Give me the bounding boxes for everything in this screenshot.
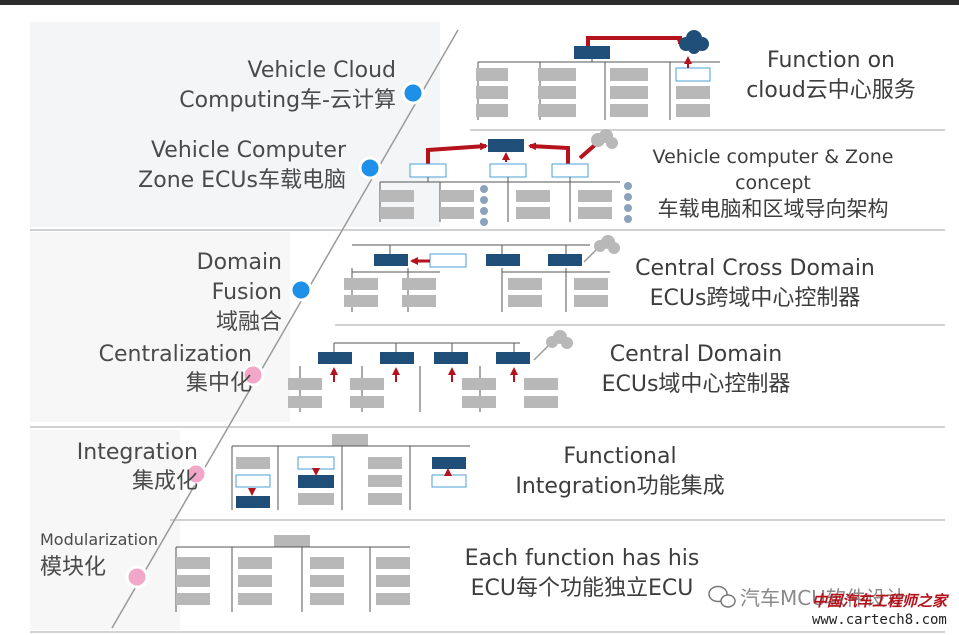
- stage-left-label-vehicle-computer: Vehicle Computer Zone ECUs车载电脑: [138, 138, 346, 193]
- cloud-icon: [679, 30, 709, 54]
- stage-left-label-cloud: Vehicle Cloud Computing车-云计算: [179, 58, 396, 113]
- stage-left-label-domain-fusion: Domain Fusion 域融合: [196, 250, 282, 335]
- wechat-watermark: 汽车MCU软件设计: [740, 586, 906, 610]
- site-watermark-name: 中国汽车工程师之家: [812, 592, 948, 610]
- stage-dot-icon: [125, 81, 425, 589]
- stage-right-label-cross-domain: Central Cross Domain ECUs跨域中心控制器: [635, 256, 875, 311]
- stage-left-label-modularization: Modularization 模块化: [40, 530, 159, 580]
- stage-left-label-integration: Integration 集成化: [76, 440, 198, 494]
- stage-right-label-central-domain: Central Domain ECUs域中心控制器: [601, 342, 791, 397]
- wechat-icon: [708, 585, 736, 608]
- stage-right-label-integration: Functional Integration功能集成: [515, 444, 725, 499]
- site-watermark-url: www.cartech8.com: [812, 612, 947, 628]
- stage-right-label-vehicle-computer: Vehicle computer & Zone concept 车载电脑和区域导…: [652, 146, 894, 221]
- stage-left-label-centralization: Centralization 集中化: [98, 342, 252, 396]
- stage-right-label-cloud: Function on cloud云中心服务: [746, 48, 916, 103]
- stage-right-label-modularization: Each function has his ECU每个功能独立ECU: [464, 546, 700, 601]
- top-border: [0, 0, 959, 5]
